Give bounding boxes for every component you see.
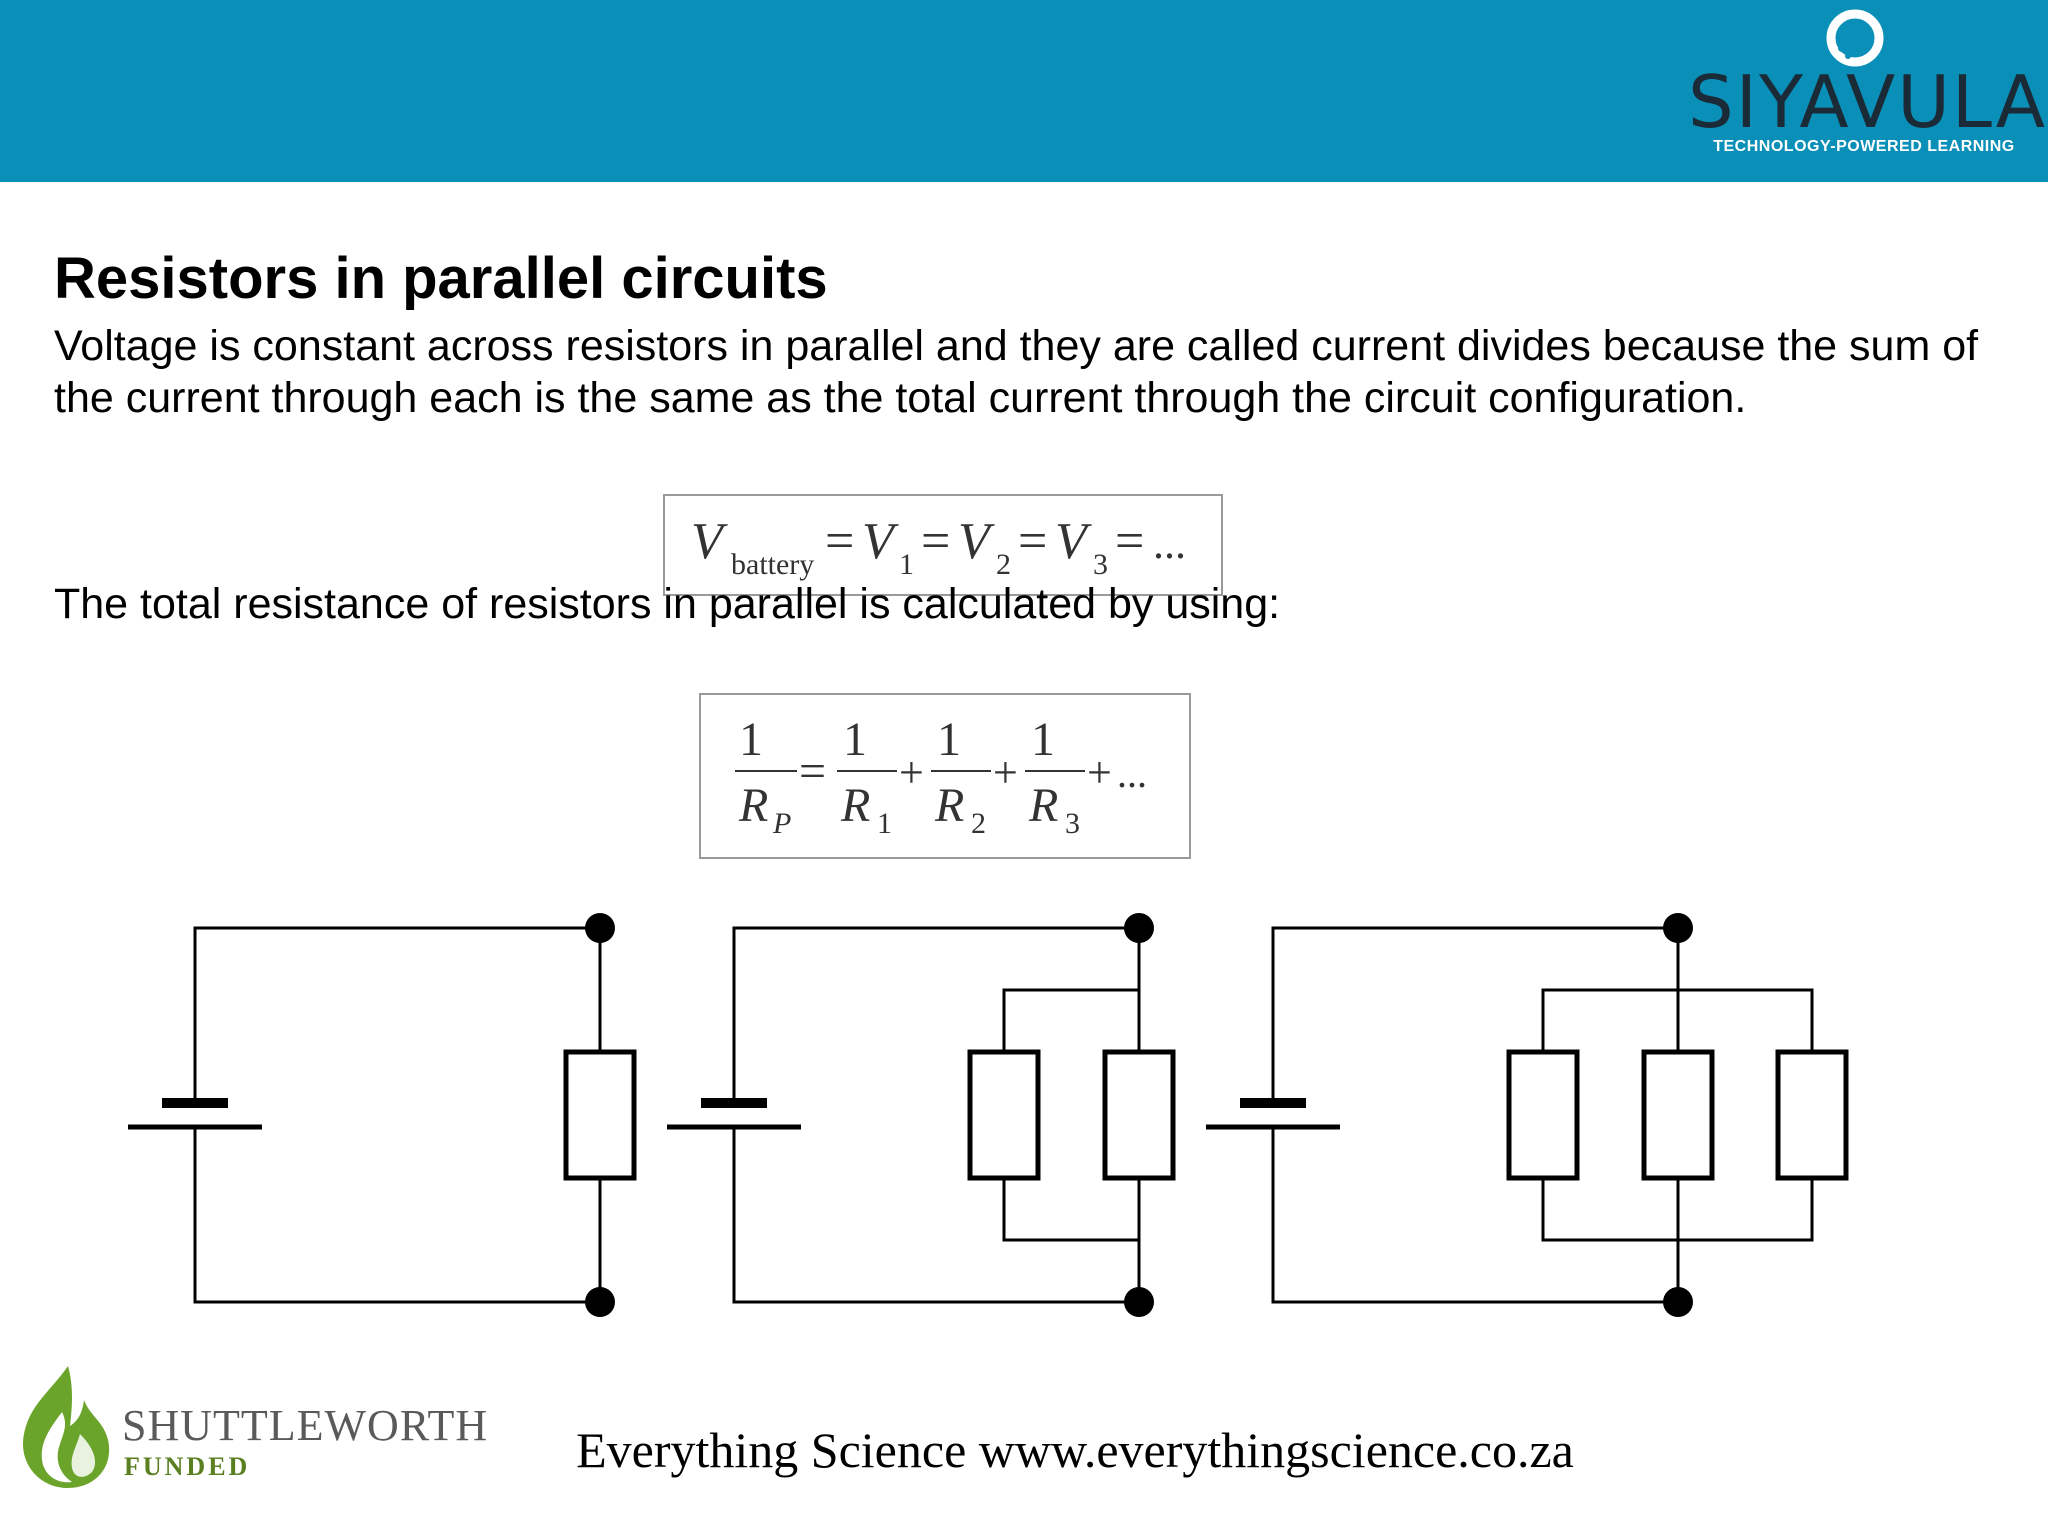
numerator-r3: 1 (1031, 713, 1055, 766)
footer-site-text: Everything Science www.everythingscience… (576, 1422, 1574, 1478)
circuit-one-resistor (128, 913, 637, 1317)
paragraph-voltage: Voltage is constant across resistors in … (54, 322, 1979, 422)
circuit-3-resistor-1 (1506, 1049, 1580, 1181)
header-bar: SIYAVULA TECHNOLOGY-POWERED LEARNING (0, 0, 2048, 182)
formula-ellipsis-r: ... (1117, 751, 1147, 796)
siyavula-logo: SIYAVULA TECHNOLOGY-POWERED LEARNING (1680, 4, 2047, 164)
funder-name: SHUTTLEWORTH (122, 1401, 489, 1450)
circuit-2-resistor-2 (1102, 1049, 1176, 1181)
denominator-r3: R (1028, 779, 1058, 832)
denominator-rp: R (738, 779, 768, 832)
circuit-diagrams (128, 913, 1849, 1317)
numerator-r2: 1 (937, 713, 961, 766)
formula-sub-2: 2 (996, 548, 1011, 581)
circuit-two-resistors (667, 913, 1176, 1317)
formula-sub-battery: battery (731, 548, 814, 581)
paragraph-total-resistance: The total resistance of resistors in par… (54, 580, 1281, 628)
logo-tagline: TECHNOLOGY-POWERED LEARNING (1713, 138, 2015, 155)
flame-icon (23, 1366, 110, 1488)
numerator-r1: 1 (843, 713, 867, 766)
formula-sub-3: 3 (1093, 548, 1108, 581)
formula-equals-3: = (1018, 513, 1047, 570)
equals-sign: = (799, 745, 826, 798)
circuit-3-resistor-3 (1775, 1049, 1849, 1181)
circuit-2-branch-top (1002, 988, 1141, 1052)
subscript-r1: 1 (877, 807, 892, 840)
logo-name: SIYAVULA (1688, 60, 2047, 144)
formula-equals-1: = (825, 513, 854, 570)
formula-ellipsis: ... (1153, 519, 1186, 568)
circuit-3-branch-bottom (1541, 1178, 1814, 1242)
resistance-formula-svg: 1 R P = 1 R 1 + 1 R 2 + 1 R 3 + ... (735, 713, 1147, 840)
denominator-r2: R (934, 779, 964, 832)
formula-v3: V (1055, 513, 1092, 570)
formula-sub-1: 1 (899, 548, 914, 581)
circuit-3-wire-bottom (1271, 1128, 1678, 1304)
formula-v-battery: V (691, 513, 728, 570)
siyavula-ring-icon (1826, 9, 1884, 67)
circuit-2-branch-bottom (1002, 1178, 1141, 1242)
voltage-formula-svg: V battery = V 1 = V 2 = V 3 = ... (691, 513, 1186, 581)
circuit-3-wire-top (1271, 926, 1678, 1106)
circuit-1-wire (193, 926, 602, 1106)
circuit-2-wire-bottom (732, 1128, 1139, 1304)
denominator-r1: R (840, 779, 870, 832)
circuit-3-node-bottom (1663, 1287, 1693, 1317)
subscript-p: P (772, 807, 791, 840)
formula-v1: V (862, 513, 899, 570)
circuit-2-resistor-1 (967, 1049, 1041, 1181)
shuttleworth-logo: SHUTTLEWORTH FUNDED (10, 1360, 490, 1500)
resistance-formula: 1 R P = 1 R 1 + 1 R 2 + 1 R 3 + ... (699, 693, 1191, 859)
funder-sub: FUNDED (124, 1452, 251, 1481)
circuit-2-wire-top (732, 926, 1139, 1106)
numerator-p: 1 (739, 713, 763, 766)
subscript-r2: 2 (971, 807, 986, 840)
plus-sign-1: + (899, 748, 924, 797)
plus-sign-3: + (1087, 748, 1112, 797)
circuit-1-resistor (563, 1049, 637, 1181)
plus-sign-2: + (993, 748, 1018, 797)
circuit-three-resistors (1206, 913, 1849, 1317)
circuit-3-node-top (1663, 913, 1693, 943)
circuit-2-node-top (1124, 913, 1154, 943)
circuit-1-wire-bottom (193, 1128, 602, 1304)
slide-title: Resistors in parallel circuits (54, 246, 828, 311)
circuit-3-branch-top (1541, 988, 1814, 1052)
circuit-2-node-bottom (1124, 1287, 1154, 1317)
circuit-1-node-bottom (585, 1287, 615, 1317)
formula-equals-4: = (1115, 513, 1144, 570)
subscript-r3: 3 (1065, 807, 1080, 840)
circuit-1-node-top (585, 913, 615, 943)
formula-equals-2: = (921, 513, 950, 570)
circuit-3-resistor-2 (1641, 1049, 1715, 1181)
voltage-formula: V battery = V 1 = V 2 = V 3 = ... (663, 494, 1223, 596)
formula-v2: V (958, 513, 995, 570)
